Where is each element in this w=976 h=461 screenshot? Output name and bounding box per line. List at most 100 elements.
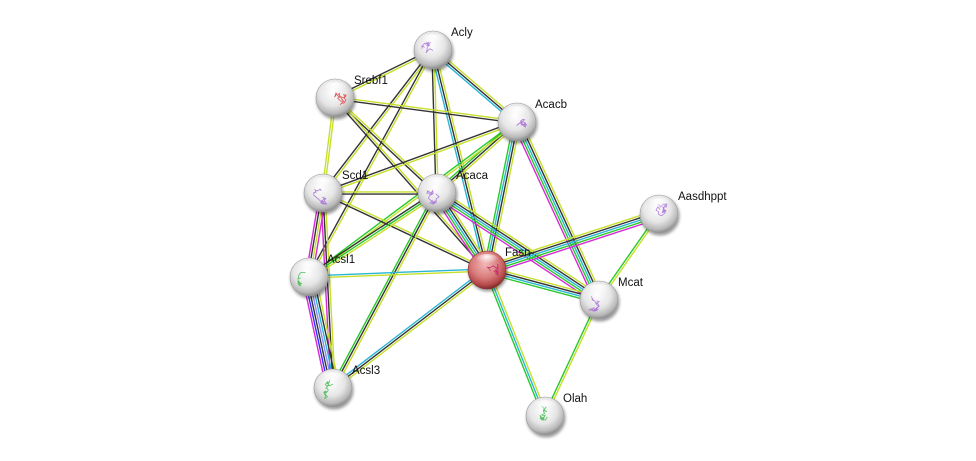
edge-line-textmining [309, 194, 439, 280]
node-label: Acly [451, 27, 473, 39]
edge-line-coexpression [307, 190, 437, 276]
edge-line-textmining [314, 275, 341, 387]
edge-line-textmining [309, 50, 435, 278]
edge-line-coexpression [321, 48, 433, 193]
edge-line-coexpression [432, 49, 488, 271]
edge-line-textmining [488, 268, 548, 416]
node-acsl3[interactable]: Acsl3 [313, 365, 380, 408]
node-highlight [533, 400, 557, 414]
protein-structure-icon [313, 188, 328, 205]
edge-line-database [486, 270, 599, 302]
edge-line-database [430, 50, 486, 271]
edge-line-coexpression [312, 275, 338, 388]
node-fasn[interactable]: Fasn [467, 247, 531, 290]
edge-line-textmining [485, 209, 658, 267]
edge-line-coexpression [487, 268, 600, 300]
edge-line-database [486, 269, 546, 417]
edge-line-textmining [334, 193, 440, 390]
edge-line-textmining [439, 188, 602, 297]
node-label: Olah [563, 393, 587, 405]
node-acaca[interactable]: Acaca [417, 170, 489, 213]
protein-structure-icon [297, 271, 306, 287]
edge-line-textmining [434, 49, 490, 270]
edge-fasn-mcat[interactable] [485, 266, 601, 304]
edge-fasn-olah[interactable] [484, 268, 548, 418]
edge-acly-acaca[interactable] [431, 49, 439, 194]
edge-scd1-fasn[interactable] [322, 191, 488, 272]
node-scd1[interactable]: Scd1 [303, 170, 368, 213]
edge-acaca-acsl1[interactable] [307, 190, 439, 280]
edge-fasn-acsl3[interactable] [331, 267, 489, 391]
edge-line-database [436, 192, 600, 301]
node-label: Srebf1 [354, 75, 388, 87]
node-highlight [311, 177, 335, 191]
edge-fasn-acsl1[interactable] [308, 268, 488, 279]
edge-acly-fasn[interactable] [430, 49, 490, 271]
edge-line-coexpression [334, 98, 517, 124]
node-acacb[interactable]: Acacb [497, 99, 567, 142]
edge-line-neighborhood [484, 270, 544, 418]
node-olah[interactable]: Olah [525, 393, 587, 436]
edge-line-database [516, 121, 600, 301]
node-highlight [475, 254, 499, 268]
edge-line-database [485, 121, 517, 270]
edge-line-textmining [545, 300, 601, 417]
edge-acacb-scd1[interactable] [322, 120, 518, 195]
edge-line-experiments [320, 193, 332, 389]
protein-structure-icon [486, 263, 499, 276]
node-aasdhppt[interactable]: Aasdhppt [639, 191, 727, 234]
protein-structure-icon [516, 118, 528, 129]
edge-line-textmining [335, 96, 518, 122]
edge-line-textmining [323, 122, 518, 195]
node-label: Acaca [456, 170, 489, 182]
edge-scd1-acsl3[interactable] [320, 192, 336, 389]
edge-line-textmining [433, 49, 439, 193]
edge-line-textmining [489, 122, 521, 271]
edge-acacb-acsl1[interactable] [307, 120, 519, 279]
edge-line-coexpression [487, 122, 519, 271]
edge-fasn-aasdhppt[interactable] [485, 209, 661, 275]
edge-line-neighborhood [487, 215, 660, 273]
node-highlight [321, 372, 345, 386]
edge-line-coexpression [322, 120, 517, 193]
edge-acaca-mcat[interactable] [434, 188, 602, 305]
protein-structure-icon [588, 296, 600, 312]
edge-line-textmining [323, 191, 488, 270]
edge-line-database [308, 268, 487, 277]
node-mcat[interactable]: Mcat [579, 277, 644, 320]
edge-line-neighborhood [485, 272, 599, 304]
edge-line-textmining [309, 270, 488, 279]
edge-line-coexpression [518, 120, 602, 300]
node-highlight [297, 261, 321, 275]
edge-acly-scd1[interactable] [321, 48, 435, 195]
edge-line-coexpression [322, 192, 334, 389]
node-highlight [421, 34, 445, 48]
edge-acacb-mcat[interactable] [512, 119, 604, 303]
node-acly[interactable]: Acly [413, 27, 473, 70]
edge-srebf1-acacb[interactable] [334, 96, 518, 124]
edge-line-database [331, 267, 487, 387]
node-srebf1[interactable]: Srebf1 [315, 75, 388, 118]
edge-acaca-acsl3[interactable] [330, 191, 440, 390]
edge-line-neighborhood [330, 191, 436, 388]
edge-line-textmining [333, 271, 489, 391]
node-label: Fasn [505, 247, 531, 259]
node-highlight [647, 198, 671, 212]
edge-acacb-fasn[interactable] [483, 121, 521, 271]
edge-line-experiments [434, 196, 597, 305]
edge-line-textmining [324, 192, 336, 388]
edge-line-neighborhood [435, 194, 599, 303]
edge-line-fusion [304, 277, 330, 390]
edge-line-coexpression [486, 211, 659, 269]
edge-line-coexpression [333, 98, 487, 272]
edge-line-neighborhood [307, 120, 517, 277]
edge-mcat-olah[interactable] [543, 299, 601, 417]
edge-line-textmining [309, 122, 519, 279]
edge-line-coexpression [322, 193, 487, 272]
edge-line-coexpression [307, 49, 433, 277]
edge-line-textmining [335, 96, 439, 193]
edge-acly-acsl1[interactable] [307, 49, 435, 278]
node-acsl1[interactable]: Acsl1 [289, 254, 355, 297]
